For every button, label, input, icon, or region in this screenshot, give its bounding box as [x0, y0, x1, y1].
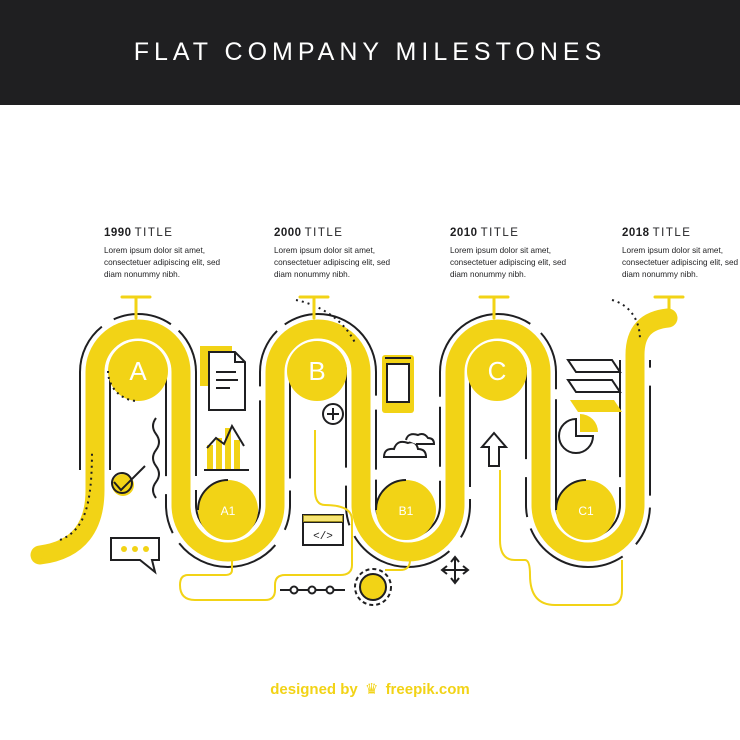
- node-b1-label: B1: [399, 504, 414, 518]
- document-icon: [200, 346, 246, 411]
- node-a1-circle: [198, 480, 258, 540]
- wave-icon: [152, 417, 160, 499]
- bar-chart-icon: [204, 423, 249, 471]
- milestone-description: Lorem ipsum dolor sit amet, consectetuer…: [104, 246, 221, 279]
- milestone-year: 2018: [622, 227, 650, 239]
- milestone-description: Lorem ipsum dolor sit amet, consectetuer…: [622, 246, 739, 279]
- cloud-icon: [382, 433, 436, 458]
- node-c-label: C: [488, 356, 507, 386]
- smartphone-icon: [382, 355, 414, 413]
- node-b1-circle: [376, 480, 436, 540]
- node-b-label: B: [308, 356, 325, 386]
- move-arrows-icon: [440, 555, 470, 585]
- chat-bubble-icon: [110, 537, 160, 575]
- milestone-year: 2010: [450, 227, 478, 239]
- footer-designed-by: designed by: [270, 681, 358, 698]
- timeline-road: [30, 308, 678, 565]
- node-c1-label: C1: [578, 504, 594, 518]
- plus-circle-icon: [322, 403, 344, 425]
- milestone-description: Lorem ipsum dolor sit amet, consectetuer…: [274, 246, 391, 279]
- gear-icon: [354, 568, 392, 606]
- footer-brand: freepik.com: [385, 681, 470, 698]
- road-outer-line: [79, 313, 621, 538]
- milestone-title: TITLE: [304, 227, 344, 239]
- road-inner-line: [109, 343, 651, 568]
- milestone-title: TITLE: [480, 227, 520, 239]
- svg-text:</>: </>: [313, 531, 333, 543]
- milestone-title: TITLE: [134, 227, 174, 239]
- milestone-description: Lorem ipsum dolor sit amet, consectetuer…: [450, 246, 567, 279]
- node-a-label: A: [129, 356, 147, 386]
- milestone-pins: [120, 295, 685, 320]
- header-bar: FLAT COMPANY MILESTONES: [0, 0, 740, 105]
- node-c1-circle: [556, 480, 616, 540]
- milestone-year: 2000: [274, 227, 302, 239]
- road-dotted-line: [59, 299, 641, 541]
- stack-layers-icon: [566, 359, 622, 412]
- node-a1-label: A1: [221, 504, 236, 518]
- footer-credit: designed by ♛ freepik.com: [0, 680, 740, 698]
- milestone-year: 1990: [104, 227, 132, 239]
- node-c-circle: [467, 341, 527, 401]
- checkmark-icon: [111, 465, 146, 496]
- freepik-crown-icon: ♛: [364, 681, 379, 698]
- arrow-up-icon: [479, 431, 509, 467]
- connector-lines: [178, 430, 623, 606]
- slider-icon: [280, 585, 345, 595]
- pie-chart-icon: [558, 414, 598, 454]
- road-start-dot: [36, 551, 44, 559]
- code-window-icon: </>: [302, 514, 344, 546]
- page-title: FLAT COMPANY MILESTONES: [133, 38, 607, 66]
- milestone-title: TITLE: [652, 227, 692, 239]
- node-b-circle: [287, 341, 347, 401]
- node-a-circle: [108, 341, 168, 401]
